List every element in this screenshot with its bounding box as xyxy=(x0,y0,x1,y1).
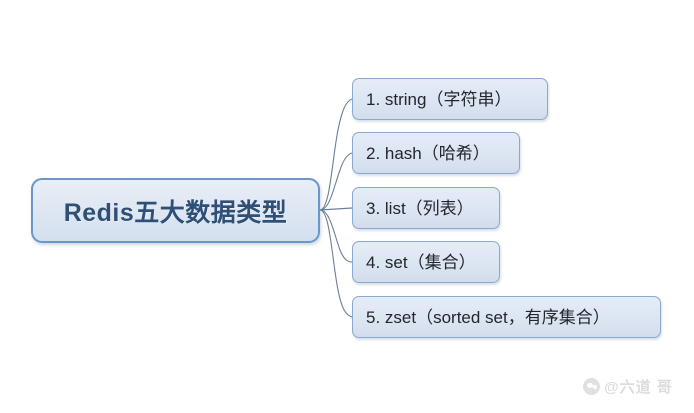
branch-node-label: 2. hash（哈希） xyxy=(366,143,490,163)
branch-node-set[interactable]: 4. set（集合） xyxy=(352,241,500,283)
watermark-text: @六道 哥 xyxy=(604,379,673,396)
branch-node-label: 3. list（列表） xyxy=(366,198,474,218)
root-node[interactable]: Redis五大数据类型 xyxy=(31,178,320,243)
branch-node-label: 5. zset（sorted set，有序集合） xyxy=(366,307,610,327)
branch-node-list[interactable]: 3. list（列表） xyxy=(352,187,500,229)
connector-to-branch-2 xyxy=(319,152,353,211)
branch-node-label: 4. set（集合） xyxy=(366,252,476,272)
watermark: @六道 哥 xyxy=(583,376,673,397)
branch-node-hash[interactable]: 2. hash（哈希） xyxy=(352,132,520,174)
root-node-label: Redis五大数据类型 xyxy=(63,198,288,227)
branch-node-string[interactable]: 1. string（字符串） xyxy=(352,78,548,120)
connector-to-branch-3 xyxy=(319,207,353,211)
connector-to-branch-4 xyxy=(319,209,353,263)
branch-node-label: 1. string（字符串） xyxy=(366,89,512,109)
connector-to-branch-1 xyxy=(319,98,353,211)
branch-node-zset[interactable]: 5. zset（sorted set，有序集合） xyxy=(352,296,661,338)
weibo-logo-icon xyxy=(583,378,600,395)
connector-to-branch-5 xyxy=(319,209,353,318)
